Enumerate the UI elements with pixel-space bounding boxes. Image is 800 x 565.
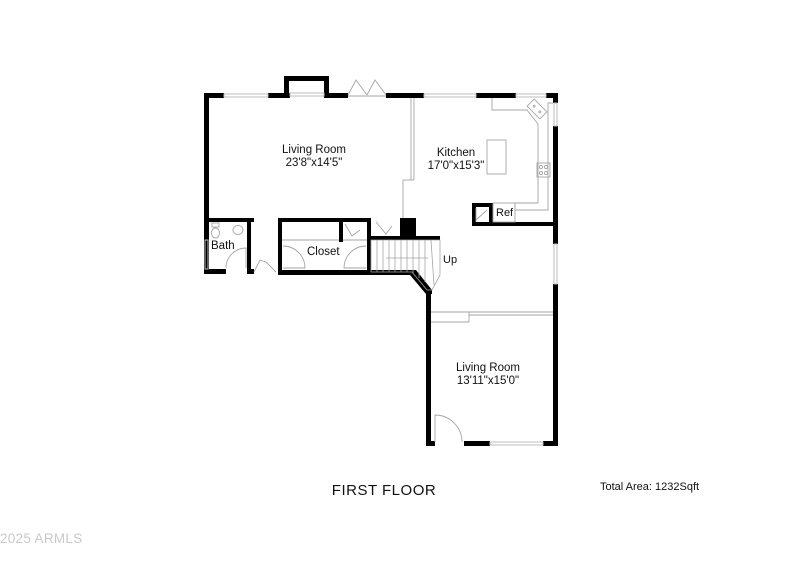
wall (386, 93, 424, 98)
wall (247, 218, 251, 270)
wall (472, 203, 476, 225)
door-swing (375, 221, 393, 235)
door-swing (434, 414, 463, 443)
fireplace-wall (284, 76, 328, 81)
kitchen-island (486, 139, 507, 175)
chimney (400, 218, 416, 238)
bath-label: Bath (211, 240, 235, 252)
wall (426, 441, 435, 446)
wall (426, 290, 431, 446)
sink-icon (232, 225, 244, 235)
wall (553, 126, 558, 244)
doors (225, 221, 463, 443)
window (489, 441, 544, 446)
door-swing (343, 245, 367, 269)
wall (371, 236, 440, 240)
wall (472, 222, 558, 226)
wall (278, 218, 282, 273)
closet-label: Closet (307, 246, 340, 258)
wall (546, 93, 558, 98)
refrigerator (492, 202, 516, 223)
room-label-living-room-2: Living Room 13'11"x15'0" (456, 362, 520, 388)
ref-label: Ref (496, 207, 514, 219)
room-name: Kitchen (436, 147, 476, 159)
wall (464, 441, 490, 446)
door-swing (344, 223, 361, 237)
wall (339, 218, 343, 242)
room-dimensions: 23'8"x14'5" (285, 157, 343, 170)
interior-partitions (282, 98, 553, 323)
fireplace-wall (284, 76, 289, 96)
door-swing (253, 259, 277, 273)
windows (204, 92, 558, 446)
toilet-icon (211, 222, 220, 239)
french-door (347, 79, 387, 97)
window (515, 93, 547, 98)
door-swing (225, 247, 247, 269)
staircase (370, 239, 441, 291)
counter (491, 98, 539, 204)
wall (204, 93, 224, 98)
window (223, 93, 269, 98)
exterior-walls (204, 76, 558, 446)
wall (247, 269, 254, 274)
bath-fixtures (211, 222, 244, 239)
stove-icon (536, 162, 551, 178)
sink-icon (526, 98, 548, 120)
room-dimensions: 17'0"x15'3" (427, 160, 485, 173)
fireplace-wall (324, 76, 329, 96)
room-label-kitchen: Kitchen 17'0"x15'3" (428, 147, 485, 173)
wall (278, 218, 371, 222)
wall (489, 203, 493, 225)
watermark: 2025 ARMLS (0, 531, 83, 546)
wall (553, 93, 558, 103)
window (289, 92, 325, 97)
door-swing (475, 208, 488, 222)
wall (268, 93, 290, 98)
room-dimensions: 13'11"x15'0" (456, 375, 520, 388)
wall (472, 203, 492, 207)
wall (324, 93, 348, 98)
room-name: Living Room (282, 144, 346, 156)
floor-title: FIRST FLOOR (331, 482, 437, 499)
window (204, 239, 209, 270)
kitchen-counters (475, 98, 553, 223)
wall (553, 284, 558, 446)
door-swing (282, 245, 306, 269)
wall (367, 218, 371, 273)
window (423, 93, 477, 98)
wall (476, 93, 516, 98)
wall (543, 441, 558, 446)
room-label-living-room-1: Living Room 23'8"x14'5" (282, 144, 346, 170)
wall (204, 269, 226, 274)
total-area: Total Area: 1232Sqft (600, 481, 700, 493)
stairs-up-label: Up (443, 254, 458, 266)
window (553, 102, 558, 127)
room-name: Living Room (456, 362, 520, 374)
wall (278, 270, 414, 275)
wall (204, 93, 209, 273)
window (553, 243, 558, 285)
wall (204, 218, 254, 222)
